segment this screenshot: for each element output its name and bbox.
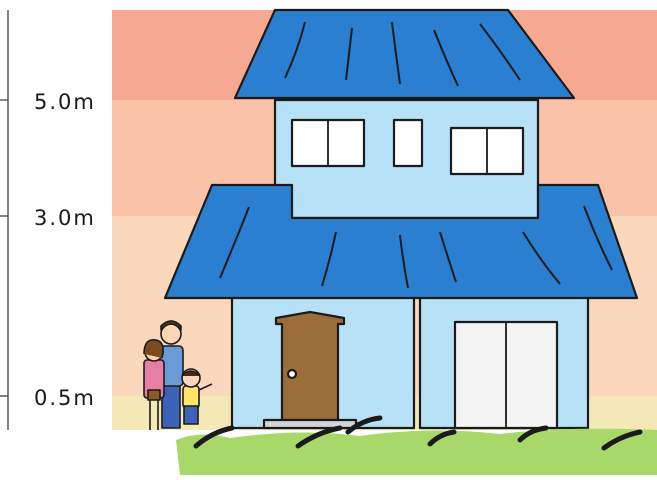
level-label-5m: 5.0m bbox=[34, 90, 96, 114]
family-icon bbox=[143, 320, 213, 430]
level-label-3m: 3.0m bbox=[34, 206, 96, 230]
level-label-05m: 0.5m bbox=[34, 386, 96, 410]
upper-roof bbox=[233, 8, 576, 100]
roof-lines bbox=[219, 21, 613, 289]
window-small bbox=[392, 118, 424, 168]
door-knob bbox=[286, 368, 298, 380]
front-door bbox=[274, 310, 346, 422]
house-icon bbox=[163, 8, 639, 430]
grass-icon bbox=[176, 415, 657, 475]
door-step bbox=[262, 418, 358, 430]
